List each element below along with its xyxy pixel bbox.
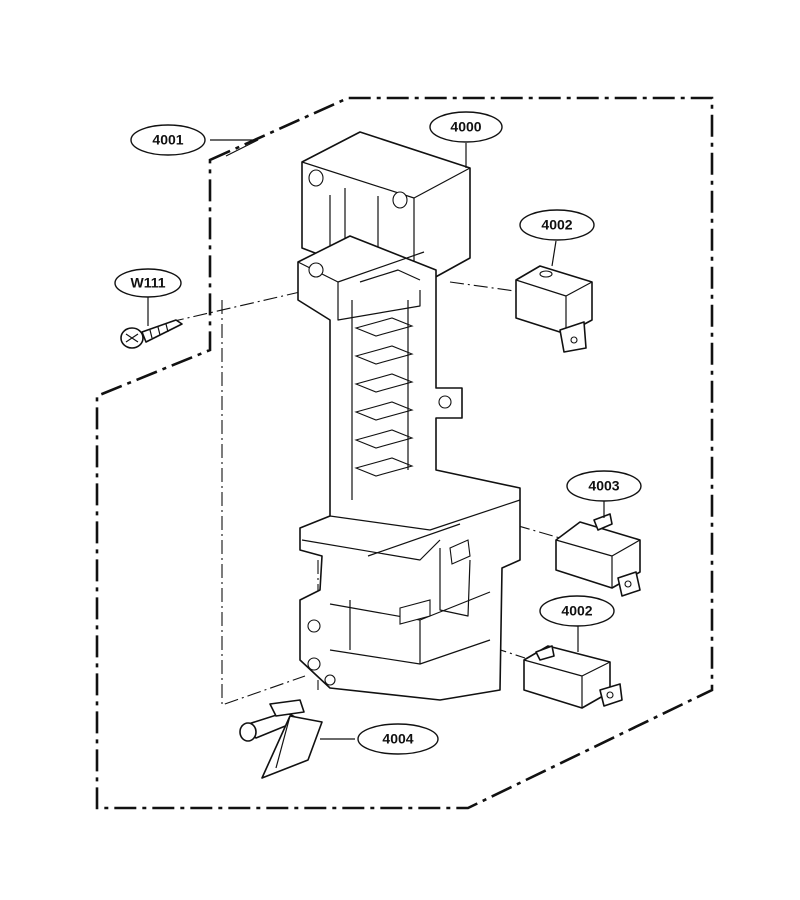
callout-label: W111 <box>130 275 165 291</box>
callout-label: 4002 <box>561 603 592 619</box>
micro-switch-4002-bottom <box>523 645 623 709</box>
callout-label: 4003 <box>588 478 619 494</box>
callout-label: 4002 <box>541 217 572 233</box>
callout-4004: 4004 <box>357 723 439 755</box>
assembly-boundary <box>95 96 714 810</box>
callout-label: 4004 <box>382 731 413 747</box>
housing-ribs <box>351 269 421 500</box>
latch-housing-4000 <box>297 131 521 701</box>
latch-lever-4004 <box>239 699 323 779</box>
leader-lines <box>147 139 605 740</box>
callout-4002-top: 4002 <box>519 209 595 241</box>
callout-label: 4001 <box>152 132 183 148</box>
micro-switch-4003 <box>555 513 641 597</box>
callout-4003: 4003 <box>566 470 642 502</box>
micro-switch-4002-top <box>515 265 593 353</box>
screw-w111 <box>120 319 183 349</box>
callout-label: 4000 <box>450 119 481 135</box>
callout-4002-bottom: 4002 <box>539 595 615 627</box>
callout-4001: 4001 <box>130 124 206 156</box>
callout-4000: 4000 <box>429 111 503 143</box>
callout-w111: W111 <box>114 268 182 298</box>
